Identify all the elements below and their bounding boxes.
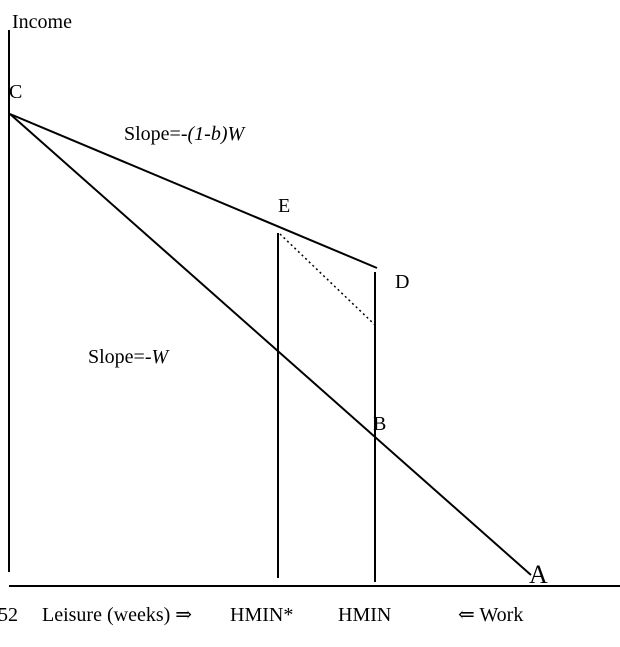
budget-line-c-to-d xyxy=(9,113,378,269)
point-label-d: D xyxy=(395,271,409,293)
y-axis-label: Income xyxy=(12,11,72,33)
point-label-b: B xyxy=(373,413,386,435)
slope-lower-prefix: Slope=- xyxy=(88,346,152,368)
point-label-c: C xyxy=(9,81,22,103)
slope-lower-term: W xyxy=(152,346,171,368)
slope-upper-prefix: Slope=- xyxy=(124,123,188,145)
x-axis-label: Leisure (weeks) ⇒ xyxy=(42,604,192,626)
tick-label-hmin: HMIN xyxy=(338,604,391,626)
slope-upper-term: (1-b)W xyxy=(188,123,247,145)
point-label-e: E xyxy=(278,195,290,217)
work-label: ⇐ Work xyxy=(458,604,523,626)
slope-label-upper: Slope=-(1-b)W xyxy=(124,123,246,145)
dotted-line-e-to-d xyxy=(279,233,376,326)
tick-label-hmin-star: HMIN* xyxy=(230,604,293,626)
slope-label-lower: Slope=-W xyxy=(88,346,171,368)
budget-line-c-to-a xyxy=(9,113,532,576)
x-axis-left-value: 52 xyxy=(0,604,18,626)
point-label-a: A xyxy=(529,560,548,589)
